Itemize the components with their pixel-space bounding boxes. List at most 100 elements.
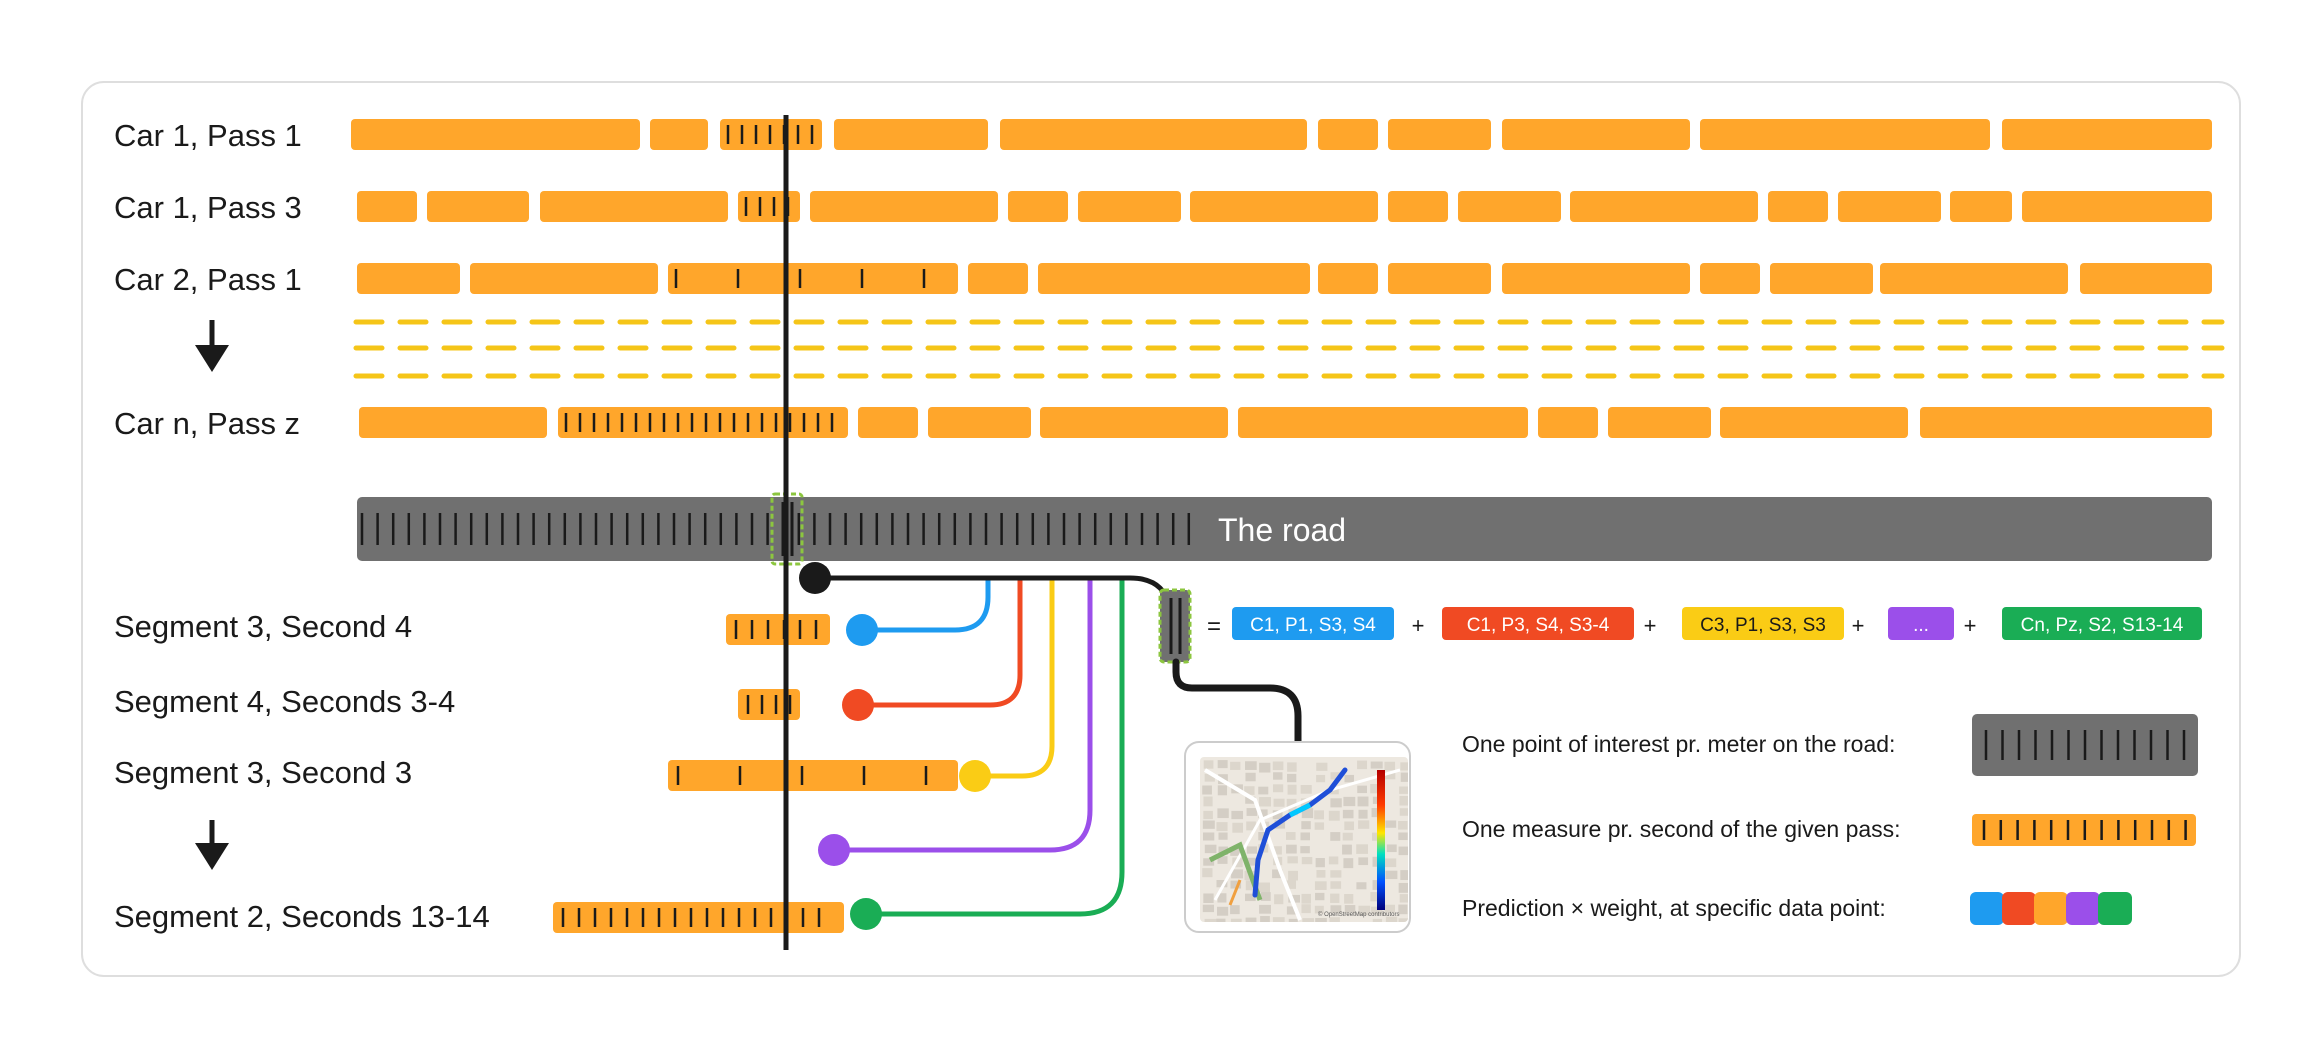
map-block — [1398, 904, 1408, 915]
map-block — [1371, 808, 1382, 818]
map-block — [1203, 893, 1214, 904]
equation: = C1, P1, S3, S4+C1, P3, S4, S3-4+C3, P1… — [1207, 607, 2202, 640]
legend-swatch — [1970, 892, 2004, 925]
pass-segment — [1078, 191, 1181, 222]
pass-segment — [1008, 191, 1068, 222]
map-block — [1399, 894, 1408, 903]
map-block — [1301, 808, 1314, 819]
map-block — [1399, 808, 1408, 816]
map-block — [1330, 772, 1341, 780]
map-block — [1328, 856, 1339, 865]
map-block — [1231, 869, 1244, 879]
connector-blue — [859, 575, 991, 633]
map-block — [1400, 870, 1408, 881]
map-block — [1399, 786, 1408, 794]
map-block — [1301, 821, 1311, 830]
pass-segment — [1000, 119, 1307, 150]
map-block — [1385, 772, 1396, 780]
pass-segment — [1880, 263, 2068, 294]
map-block — [1230, 880, 1242, 889]
map-block — [1202, 868, 1213, 878]
road-meter-ticks — [360, 513, 1191, 545]
map-block — [1398, 832, 1408, 841]
map-block — [1287, 773, 1297, 783]
pass-segment — [968, 263, 1028, 294]
pass-segment — [858, 407, 918, 438]
map-block — [1203, 760, 1214, 769]
map-block — [1245, 917, 1257, 922]
connector-green — [863, 575, 1125, 917]
pass-segment — [1720, 407, 1908, 438]
map-block — [1329, 917, 1340, 922]
pass-segment — [357, 263, 460, 294]
map-block — [1314, 881, 1327, 890]
pass-segment — [2002, 119, 2212, 150]
map-block — [1314, 810, 1325, 820]
dot-red — [842, 689, 874, 721]
segment-snippets — [553, 614, 958, 933]
segment-label: Segment 3, Second 4 — [114, 609, 412, 644]
equation-equals: = — [1207, 613, 1221, 640]
pass-segment — [1038, 263, 1310, 294]
pass-rows — [351, 119, 2212, 438]
map-block — [1386, 844, 1397, 853]
equation-plus: + — [1412, 613, 1425, 638]
equation-plus: + — [1964, 613, 1977, 638]
map-block — [1301, 856, 1313, 865]
map-block — [1216, 918, 1226, 922]
map-block — [1203, 796, 1213, 807]
pass-label: Car 1, Pass 3 — [114, 190, 302, 225]
map-block — [1371, 906, 1383, 915]
legend-swatch — [2098, 892, 2132, 925]
map-block — [1315, 892, 1325, 901]
map-block — [1330, 881, 1342, 889]
map-block — [1329, 786, 1339, 795]
segment-snippet — [726, 614, 830, 645]
map-block — [1398, 918, 1408, 922]
map-block — [1328, 810, 1340, 821]
map-block — [1245, 893, 1256, 902]
map-block — [1398, 882, 1408, 893]
equation-term — [2002, 607, 2202, 640]
pass-segment — [1318, 119, 1378, 150]
legend-road-label: One point of interest pr. meter on the r… — [1462, 731, 1895, 757]
pass-segment — [1920, 407, 2212, 438]
segment-snippet — [553, 902, 844, 933]
map-block — [1370, 784, 1381, 794]
map-block — [1272, 869, 1283, 879]
map-block — [1245, 880, 1257, 891]
connector-red — [855, 575, 1023, 708]
map-block — [1230, 905, 1240, 915]
pass-segment — [1608, 407, 1711, 438]
row-labels: Car 1, Pass 1 Car 1, Pass 3 Car 2, Pass … — [114, 118, 490, 934]
pass-segment — [1570, 191, 1758, 222]
pass-segment — [1768, 191, 1828, 222]
pass-segment — [2080, 263, 2212, 294]
pass-segment — [470, 263, 658, 294]
map-block — [1204, 773, 1215, 782]
map-block — [1246, 857, 1259, 866]
map-block — [1358, 905, 1371, 916]
pass-segment — [351, 119, 640, 150]
map-block — [1288, 870, 1298, 881]
map-block — [1286, 880, 1297, 889]
legend-segment-label: One measure pr. second of the given pass… — [1462, 816, 1901, 842]
map-block — [1273, 798, 1285, 807]
pass-segment — [668, 263, 958, 294]
map-block — [1230, 846, 1241, 856]
map-block — [1314, 822, 1325, 830]
pass-segment — [810, 191, 998, 222]
legend-segment-symbol — [1972, 814, 2196, 846]
equation-term — [1232, 607, 1394, 640]
pass-segment — [1388, 263, 1491, 294]
map-block — [1399, 796, 1408, 806]
map-block — [1286, 832, 1296, 840]
map-block — [1316, 762, 1328, 771]
map-block — [1230, 761, 1241, 770]
map-block — [1204, 918, 1217, 922]
road-label: The road — [1218, 512, 1346, 548]
map-block — [1385, 916, 1398, 922]
map-block — [1272, 810, 1283, 820]
connector-yellow — [972, 575, 1055, 779]
map-block — [1344, 774, 1355, 783]
